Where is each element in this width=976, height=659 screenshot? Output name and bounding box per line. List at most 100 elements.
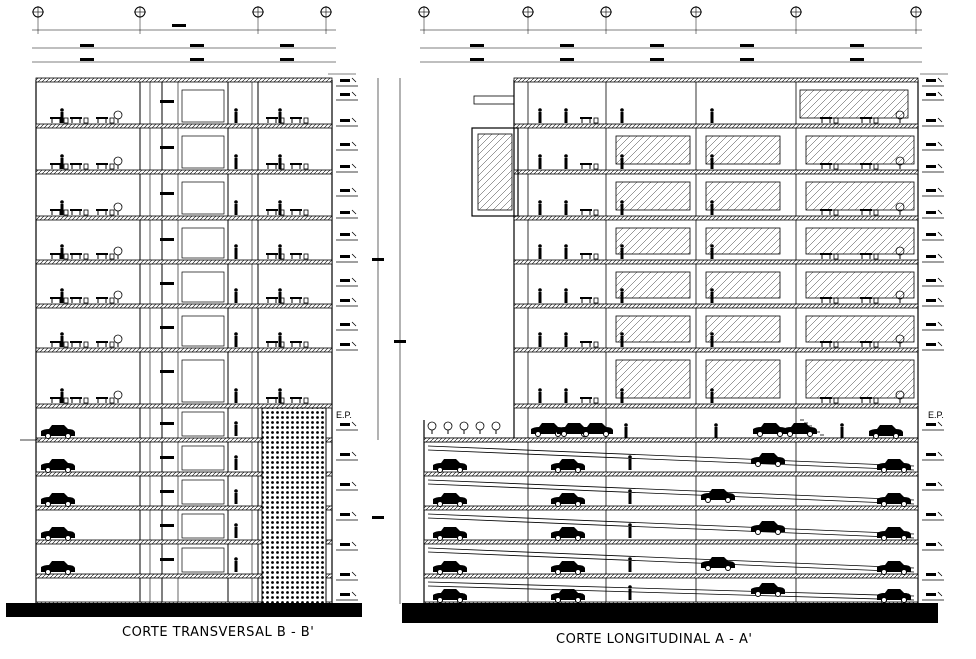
person-head — [234, 108, 238, 112]
dimension-text-0 — [80, 44, 94, 47]
lift-cab-6 — [181, 359, 225, 403]
plant-leaves — [427, 421, 437, 431]
person-body — [710, 336, 714, 347]
person-head — [234, 455, 238, 459]
glazing-hatch — [714, 227, 742, 255]
person-body — [710, 392, 714, 403]
person-body — [234, 493, 238, 504]
car-a-3 — [433, 561, 467, 575]
glazing-hatch — [842, 315, 870, 343]
dimension-text-4 — [850, 44, 864, 47]
glazing-hatch — [854, 135, 884, 165]
glazing-hatch — [615, 227, 638, 250]
person-core-1 — [234, 154, 238, 169]
glazing-hatch — [842, 271, 870, 299]
person-body — [620, 292, 624, 303]
car-c-0 — [751, 453, 785, 467]
lobby-person-a — [624, 423, 628, 438]
glazing-hatch — [912, 340, 915, 343]
chair — [63, 253, 69, 260]
glazing-hatch — [847, 135, 877, 165]
person-core-5 — [234, 332, 238, 347]
lobby-person-c — [840, 423, 844, 438]
glazing-frame — [477, 133, 513, 211]
ramp-line-b0 — [427, 449, 915, 471]
table-top — [266, 117, 278, 119]
chair — [833, 297, 839, 304]
car-wheel — [437, 569, 443, 575]
glazing-hatch — [872, 359, 912, 399]
glazing-bay-3-1 — [705, 227, 781, 255]
dimension-text-b3 — [740, 58, 754, 61]
car-body — [41, 527, 75, 538]
car-body — [551, 561, 585, 572]
glazing-hatch — [877, 315, 905, 343]
person-left-4 — [60, 288, 64, 303]
lobby-car-0 — [531, 423, 565, 437]
glazing-hatch — [875, 181, 905, 211]
glazing-bay-5-0 — [615, 315, 691, 343]
level-tick — [937, 91, 943, 97]
person-body — [710, 158, 714, 169]
glazing-hatch — [615, 271, 624, 280]
furniture-left-1-2 — [96, 163, 115, 170]
chair — [109, 397, 115, 404]
glazing-hatch — [714, 271, 742, 299]
level-marker-l7 — [336, 231, 358, 241]
furniture-left-1-0 — [50, 163, 69, 170]
level-text — [926, 343, 936, 346]
person-head — [564, 332, 568, 336]
glazing-hatch — [819, 135, 849, 165]
dimension-text-b1 — [560, 58, 574, 61]
person-d-0 — [710, 108, 714, 123]
chair — [109, 117, 115, 124]
chair — [303, 297, 309, 304]
glazing-hatch — [754, 138, 781, 165]
parking-lift-label-3 — [160, 524, 174, 527]
glazing-frame — [615, 227, 691, 255]
parking-lift-1 — [181, 445, 225, 471]
person-body — [234, 248, 238, 259]
glazing-hatch — [856, 271, 884, 299]
parking-lift-3 — [181, 513, 225, 539]
glazing-hatch — [730, 359, 770, 399]
car-wheel — [725, 565, 731, 571]
chair — [833, 341, 839, 348]
lift-label-6 — [160, 370, 174, 373]
glazing-hatch — [905, 245, 915, 255]
level-tag-right: E.P. — [928, 410, 944, 420]
plant-left-4 — [113, 290, 123, 303]
furniture-left-4-0 — [50, 297, 69, 304]
glazing-hatch — [751, 369, 781, 399]
plant-leaves — [113, 334, 123, 344]
glazing-hatch — [813, 89, 843, 119]
person-parking-2 — [234, 489, 238, 504]
level-tick — [351, 481, 357, 487]
glazing-hatch — [705, 271, 728, 294]
person-body — [234, 561, 238, 572]
glazing-hatch — [841, 89, 871, 119]
glazing-frame — [705, 359, 781, 399]
person-body — [538, 248, 542, 259]
glazing-hatch — [719, 181, 749, 211]
glazing-hatch — [799, 89, 815, 105]
glazing-hatch — [721, 227, 749, 255]
car-b-2 — [551, 527, 585, 541]
plant-leaves — [113, 246, 123, 256]
glazing-hatch — [744, 362, 781, 399]
glazing-hatch — [903, 199, 915, 211]
person-left-1 — [60, 154, 64, 169]
glazing-hatch — [723, 359, 763, 399]
furniture-c-3 — [860, 253, 879, 260]
glazing-hatch — [890, 100, 909, 119]
glazing-hatch — [820, 89, 850, 119]
table-top — [96, 117, 108, 119]
glazing-hatch — [805, 135, 814, 144]
chair — [83, 397, 89, 404]
grid-axis-3 — [600, 6, 612, 34]
car-wheel — [755, 529, 761, 535]
glazing-hatch — [877, 271, 905, 299]
chair — [833, 163, 839, 170]
glazing-hatch — [856, 315, 884, 343]
car-wheel — [575, 535, 581, 541]
